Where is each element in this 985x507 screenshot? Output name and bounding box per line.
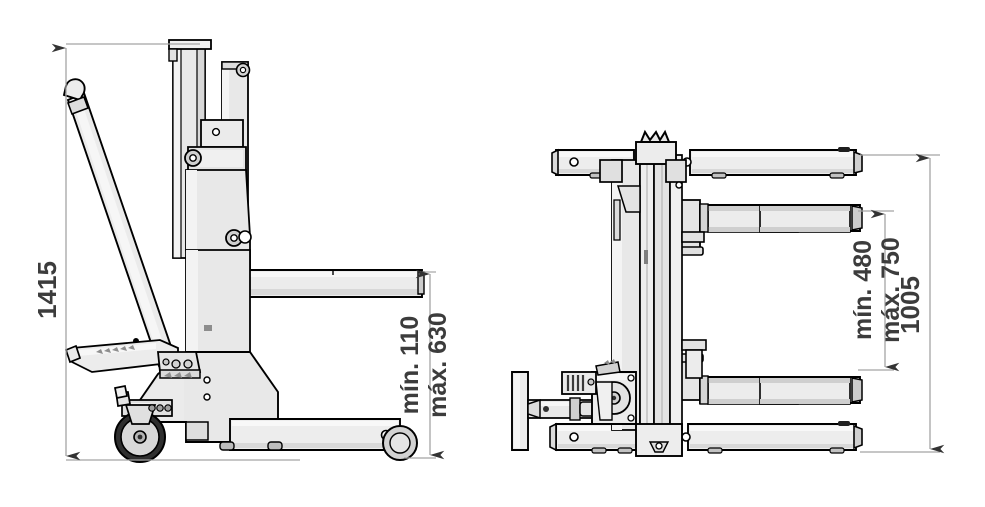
clamp-arm-top-right — [682, 147, 863, 179]
dimension-label-max-750: máx. 750 — [877, 237, 905, 343]
pedal-grip-teeth — [96, 345, 135, 354]
dimension-label-1415: 1415 — [32, 261, 62, 319]
base-leg-right — [219, 418, 418, 461]
grip-ribs — [566, 375, 585, 391]
foot-pedal-assembly — [64, 339, 202, 379]
dimension-overall-height-1005: 1005 — [860, 153, 945, 454]
dimension-label-min-480: mín. 480 — [849, 240, 877, 340]
dimension-label-min-110: mín. 110 — [396, 316, 424, 415]
mast-carriage-bracket — [184, 119, 247, 173]
front-elevation-view — [511, 129, 863, 457]
side-elevation-view — [62, 39, 425, 463]
front-base-foot-block — [635, 423, 683, 457]
dimension-overall-height-1415: 1415 — [32, 43, 300, 461]
dimension-arm-range: mín. 480 máx. 750 — [849, 209, 905, 372]
front-column-stub — [681, 231, 707, 379]
mast-lower-column — [185, 249, 251, 371]
castor-wheel-front — [113, 384, 173, 463]
front-mid-bracket — [613, 185, 641, 241]
dimension-group-side: 1415 mín. 110 máx. 630 — [32, 43, 452, 461]
dimension-label-max-630: máx. 630 — [424, 312, 452, 418]
dimension-label-1005: 1005 — [895, 276, 925, 334]
hand-crank-assembly — [511, 359, 637, 451]
dimension-group-front: mín. 480 máx. 750 1005 — [849, 153, 945, 454]
clamp-arm-lower-roller-right — [672, 353, 863, 405]
base-leg-front-right — [681, 421, 863, 454]
dimension-fork-range: mín. 110 máx. 630 — [396, 269, 452, 460]
